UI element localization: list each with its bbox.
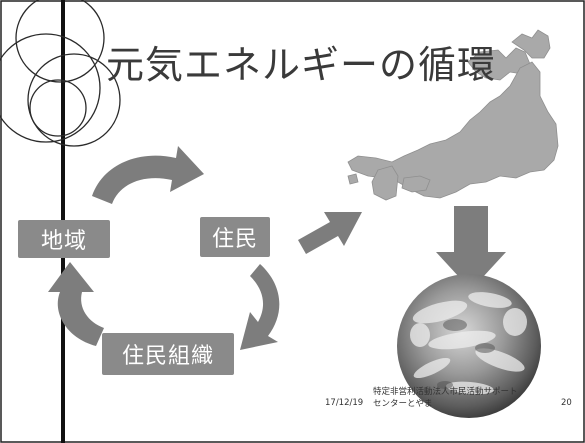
node-jumin-soshiki: 住民組織	[102, 333, 234, 375]
node-jumin: 住民	[200, 217, 270, 257]
down-arrow-icon	[436, 206, 506, 290]
footer-organization: 特定非営利活動法人市民活動サポートセンターとやま	[373, 387, 518, 409]
node-chiiki: 地域	[18, 220, 110, 258]
node-jumin-label: 住民	[211, 227, 258, 252]
node-jumin-soshiki-label: 住民組織	[121, 344, 214, 369]
arrow-jumin-to-soshiki-icon	[240, 264, 280, 350]
japan-map-icon	[347, 29, 559, 201]
footer-page-number: 20	[561, 398, 572, 408]
cycle-arrows	[48, 146, 362, 350]
node-chiiki-label: 地域	[40, 229, 87, 254]
decorative-circles	[0, 0, 121, 147]
arrow-chiiki-to-jumin-icon	[92, 146, 204, 204]
footer-date: 17/12/19	[325, 398, 364, 408]
earth-icon	[397, 274, 541, 418]
slide-title: 元気エネルギーの循環	[106, 43, 497, 87]
arrow-jumin-to-japan-icon	[298, 212, 362, 254]
arrow-soshiki-to-chiiki-icon	[48, 262, 104, 346]
